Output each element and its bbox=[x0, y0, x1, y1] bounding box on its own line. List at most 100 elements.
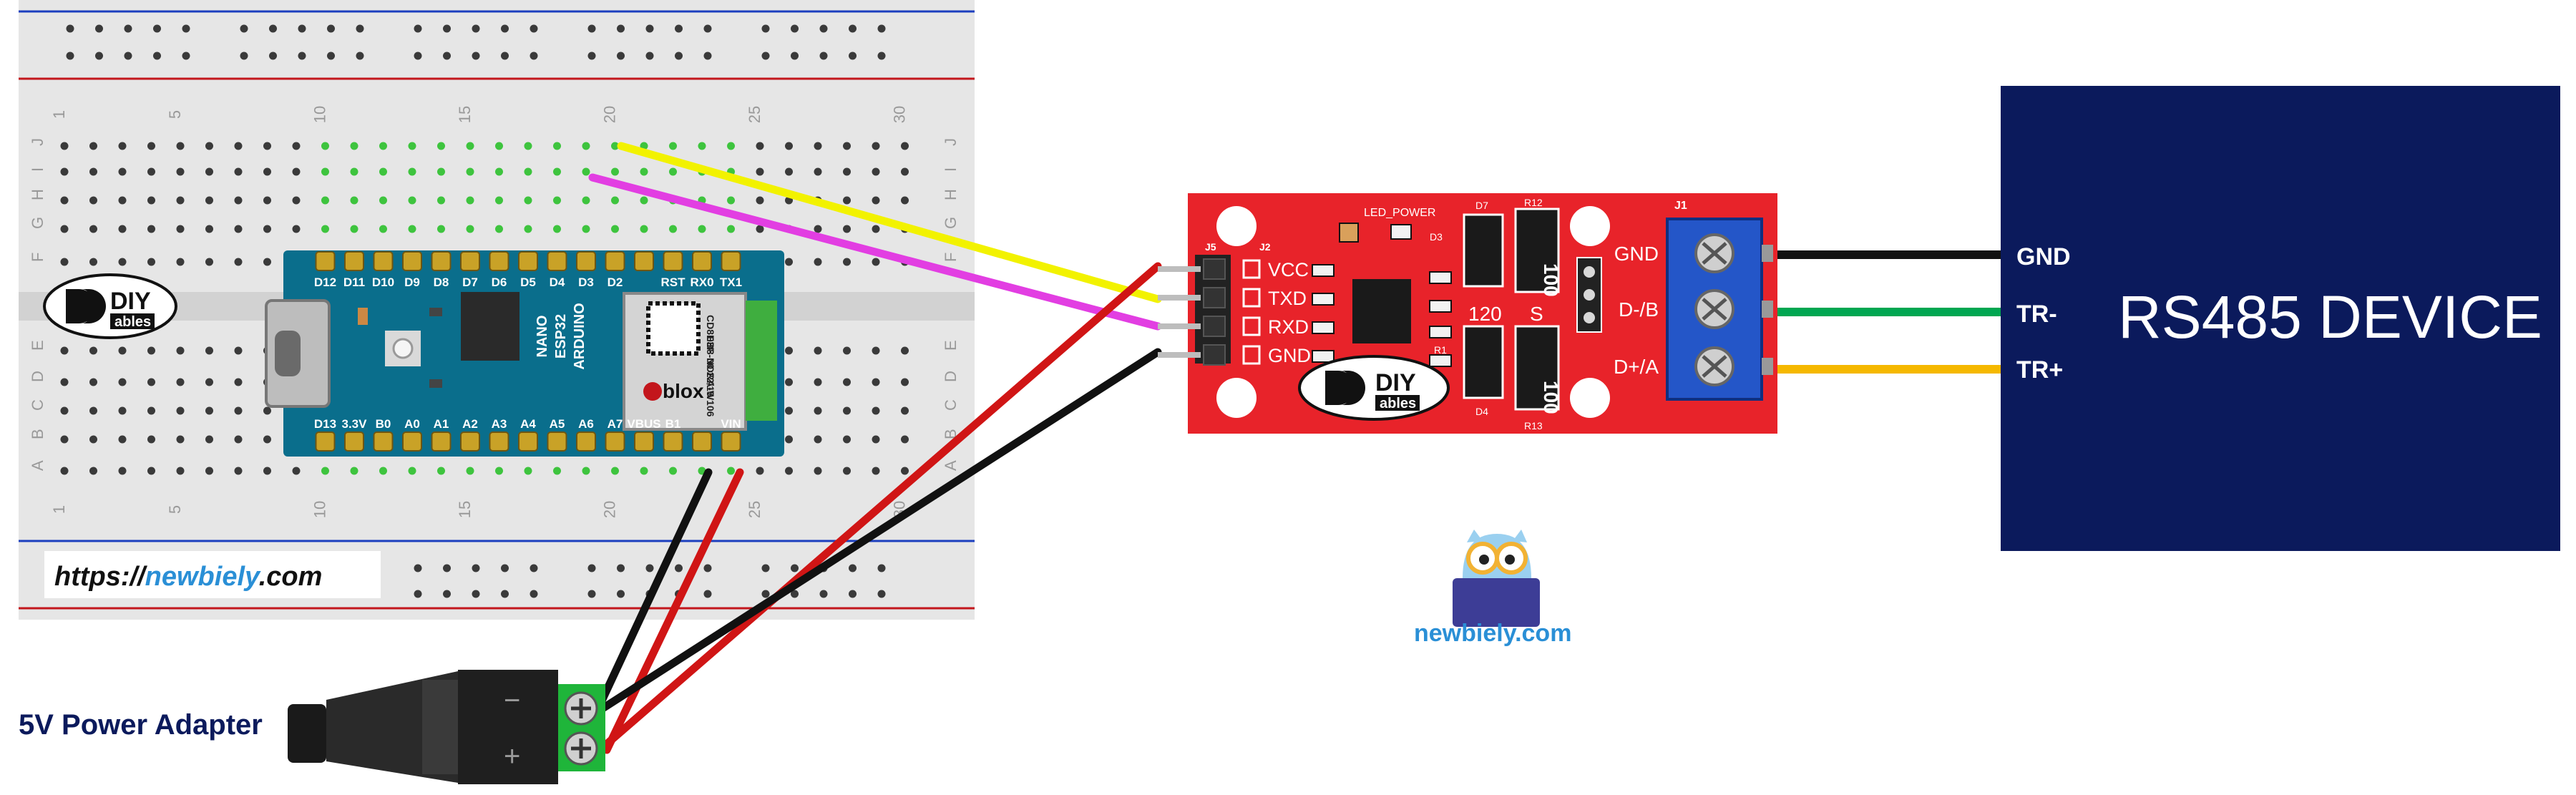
breadboard-hole bbox=[234, 225, 243, 233]
mount-hole-bottom-left bbox=[1216, 378, 1257, 418]
breadboard-hole bbox=[263, 435, 271, 444]
breadboard-hole bbox=[176, 142, 185, 150]
rail-hole bbox=[617, 52, 625, 60]
pin-label-bottom: 3.3V bbox=[342, 417, 368, 431]
breadboard-hole bbox=[234, 435, 243, 444]
breadboard-hole bbox=[640, 196, 648, 205]
logo-ables-text: ables bbox=[114, 314, 151, 330]
rs485-header-pin bbox=[1158, 295, 1201, 301]
breadboard-hole bbox=[176, 167, 185, 176]
column-number-top: 20 bbox=[601, 106, 619, 123]
breadboard-hole bbox=[727, 196, 735, 205]
breadboard-hole bbox=[814, 435, 822, 444]
rail-hole bbox=[819, 590, 828, 598]
nano-chip bbox=[461, 292, 519, 361]
breadboard-hole bbox=[263, 196, 271, 205]
breadboard-hole bbox=[60, 467, 69, 475]
rail-hole bbox=[472, 590, 480, 598]
rail-hole bbox=[791, 52, 799, 60]
breadboard-hole bbox=[60, 346, 69, 355]
breadboard-hole bbox=[785, 346, 793, 355]
rs485-pin-label: VCC bbox=[1268, 259, 1309, 281]
wire-red-module-vcc bbox=[594, 262, 1162, 756]
breadboard-hole bbox=[292, 467, 301, 475]
rs485-header-pin bbox=[1158, 323, 1201, 329]
breadboard-hole bbox=[234, 142, 243, 150]
breadboard-hole bbox=[524, 142, 532, 150]
rail-hole bbox=[761, 564, 770, 572]
breadboard-hole bbox=[234, 196, 243, 205]
resistor-r13-value: 100 bbox=[1540, 381, 1562, 414]
breadboard-hole bbox=[408, 467, 416, 475]
rs485-header-pin-base bbox=[1203, 287, 1226, 308]
rail-hole bbox=[327, 52, 335, 60]
rs485-header-pin bbox=[1158, 266, 1201, 272]
breadboard-hole bbox=[611, 225, 619, 233]
nano-component-a bbox=[358, 308, 368, 325]
label-d3: D3 bbox=[1430, 231, 1443, 243]
breadboard-hole bbox=[756, 196, 764, 205]
rail-hole bbox=[501, 564, 509, 572]
rs485-header-pin-base bbox=[1203, 258, 1226, 280]
breadboard-hole bbox=[205, 346, 213, 355]
rail-hole bbox=[675, 24, 683, 33]
breadboard-hole bbox=[785, 167, 793, 176]
breadboard-hole bbox=[147, 467, 155, 475]
smd-part-5 bbox=[1429, 271, 1452, 284]
pin-label-bottom: A3 bbox=[492, 417, 507, 431]
ublox-antenna bbox=[746, 301, 777, 421]
module-logo-ables-text: ables bbox=[1380, 396, 1416, 411]
breadboard-hole bbox=[843, 167, 851, 176]
breadboard-hole bbox=[843, 467, 851, 475]
rs485-transceiver-chip bbox=[1352, 279, 1411, 343]
rail-hole bbox=[530, 24, 538, 33]
breadboard-hole bbox=[582, 467, 590, 475]
breadboard-hole bbox=[60, 142, 69, 150]
jumper-pin-3 bbox=[1584, 312, 1595, 323]
pin-header bbox=[373, 431, 394, 452]
pin-header bbox=[402, 431, 422, 452]
resistor-r12 bbox=[1514, 208, 1560, 293]
column-number-bottom: 20 bbox=[601, 501, 619, 518]
breadboard-hole bbox=[553, 142, 561, 150]
module-logo-mark-icon bbox=[1325, 371, 1365, 405]
rail-hole bbox=[877, 52, 886, 60]
breadboard-hole bbox=[814, 378, 822, 386]
smd-part-6 bbox=[1429, 300, 1452, 313]
row-letter: D bbox=[942, 371, 960, 382]
pin-label-top: D8 bbox=[434, 275, 449, 289]
breadboard-hole bbox=[292, 225, 301, 233]
power-minus-symbol: − bbox=[504, 685, 520, 716]
breadboard-hole bbox=[466, 467, 474, 475]
breadboard-hole bbox=[60, 225, 69, 233]
pin-label-bottom: A1 bbox=[434, 417, 449, 431]
column-number-top: 30 bbox=[891, 106, 909, 123]
column-number-bottom: 1 bbox=[50, 505, 68, 514]
rail-hole bbox=[819, 52, 828, 60]
rs485-pad bbox=[1242, 316, 1261, 336]
pin-label-top: D6 bbox=[492, 275, 507, 289]
breadboard-hole bbox=[437, 167, 445, 176]
breadboard-hole bbox=[350, 142, 358, 150]
breadboard-hole bbox=[437, 196, 445, 205]
breadboard-hole bbox=[205, 167, 213, 176]
breadboard-hole bbox=[379, 167, 387, 176]
breadboard-hole bbox=[640, 225, 648, 233]
breadboard-hole bbox=[379, 225, 387, 233]
pin-label-bottom: B1 bbox=[665, 417, 681, 431]
nano-name-line: ESP32 bbox=[553, 314, 569, 359]
pin-label-top: D10 bbox=[372, 275, 394, 289]
power-adapter-label: 5V Power Adapter bbox=[19, 709, 263, 741]
rs485-header-pin bbox=[1158, 352, 1201, 358]
jumper-pin-1 bbox=[1584, 266, 1595, 278]
breadboard-hole bbox=[814, 225, 822, 233]
breadboard-hole bbox=[495, 467, 503, 475]
pin-header bbox=[315, 431, 336, 452]
smd-part-7 bbox=[1429, 326, 1452, 338]
rs485-header-pin-base bbox=[1203, 316, 1226, 337]
rail-hole bbox=[877, 564, 886, 572]
url-text: https://newbiely.com bbox=[54, 562, 322, 592]
